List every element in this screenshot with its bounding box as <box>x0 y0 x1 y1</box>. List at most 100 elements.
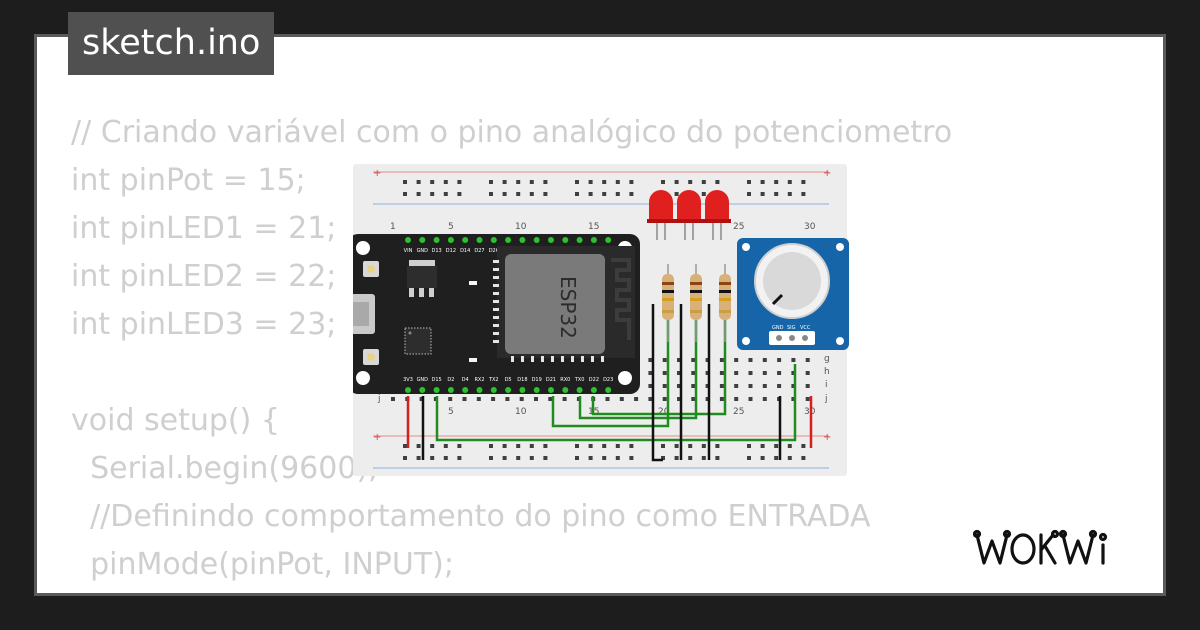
potentiometer-icon: GND SIG VCC <box>737 238 849 350</box>
pin-header <box>462 387 469 393</box>
pin-header <box>505 237 512 243</box>
svg-text:+: + <box>823 432 831 443</box>
esp32-pin-label: D22 <box>589 377 599 383</box>
column-label: 10 <box>515 222 527 232</box>
wires <box>406 304 813 462</box>
row-label: i <box>825 380 828 390</box>
led-icon <box>675 190 703 240</box>
pin-header <box>519 387 526 393</box>
esp32-pin-label: D26 <box>489 248 499 254</box>
column-label: 1 <box>390 222 396 232</box>
pin-header <box>548 237 554 243</box>
column-label: 25 <box>733 222 744 232</box>
pin-header <box>476 387 483 393</box>
esp32-pin-label: D13 <box>431 248 441 254</box>
pin-header <box>590 387 597 393</box>
esp32-board: VINGNDD13D12D14D27D26D25D33D32D35D34VNVP… <box>353 234 640 394</box>
esp32-pin-label: D5 <box>505 377 512 383</box>
esp32-pin-label: D27 <box>474 248 484 254</box>
column-label: 30 <box>804 222 816 232</box>
esp32-pin-label: D15 <box>431 377 441 383</box>
esp32-pin-label: D18 <box>517 377 527 383</box>
esp32-pin-label: D12 <box>446 248 456 254</box>
pin-header <box>490 237 497 243</box>
column-label: 5 <box>448 222 454 232</box>
pin-header <box>433 237 440 243</box>
pin-header <box>462 237 469 243</box>
code-line: pinMode(pinLED1, OUTPUT); <box>71 589 952 593</box>
pin-header <box>519 237 526 243</box>
esp32-pin-label: RX0 <box>560 377 570 383</box>
esp32-pin-label: VIN <box>404 248 413 254</box>
pin-header <box>562 237 569 243</box>
pin-header <box>533 387 540 393</box>
code-line: pinMode(pinPot, INPUT); <box>71 547 454 582</box>
column-label: 10 <box>515 407 527 417</box>
code-line: // Criando variável com o pino analógico… <box>71 115 953 150</box>
code-line: int pinPot = 15; <box>71 163 306 198</box>
pot-pin-label: SIG <box>787 325 796 331</box>
pin-header <box>405 387 411 393</box>
pin-header <box>433 387 440 393</box>
svg-text:+: + <box>373 168 381 179</box>
code-preview: // Criando variável com o pino analógico… <box>71 109 953 593</box>
code-line: int pinLED2 = 22; <box>71 259 337 294</box>
pin-header <box>447 237 454 243</box>
esp32-pin-label: D23 <box>603 377 613 383</box>
preview-card: // Criando variável com o pino analógico… <box>34 34 1166 596</box>
pin-header <box>576 237 583 243</box>
pin-header <box>533 237 540 243</box>
pin-header <box>476 237 483 243</box>
pin-header <box>419 237 426 243</box>
row-label: j <box>824 394 828 404</box>
column-label: 15 <box>588 222 599 232</box>
esp32-pin-label: RX2 <box>474 377 484 383</box>
resistors <box>662 264 731 342</box>
resistor-icon <box>690 264 702 342</box>
circuit-diagram: + + + + 1 5 10 15 25 30 5 10 15 20 25 30… <box>353 164 849 476</box>
esp32-pin-label: D2 <box>447 377 454 383</box>
code-line: int pinLED3 = 23; <box>71 307 337 342</box>
esp32-chip-label: ESP32 <box>556 276 580 339</box>
esp32-pin-label: D4 <box>462 377 469 383</box>
resistor-icon <box>662 264 674 342</box>
svg-text:+: + <box>373 432 381 443</box>
led-icon <box>647 190 675 240</box>
esp32-pin-label: GND <box>417 248 429 254</box>
leds <box>647 190 731 240</box>
esp32-module: ESP32 <box>493 246 635 362</box>
pin-header <box>405 237 411 243</box>
pin-header <box>447 387 454 393</box>
pin-header <box>505 387 512 393</box>
esp32-top-pin-headers <box>405 237 612 243</box>
column-label: 5 <box>448 407 454 417</box>
pin-header <box>605 387 612 393</box>
column-label: 20 <box>658 407 670 417</box>
esp32-pin-label: D14 <box>460 248 470 254</box>
code-line: void setup() { <box>71 403 280 438</box>
esp32-pin-label: D19 <box>532 377 542 383</box>
esp32-pin-label: GND <box>417 377 429 383</box>
esp32-pin-label: TX0 <box>574 377 585 383</box>
code-line: Serial.begin(9600); <box>71 451 379 486</box>
row-label: j <box>377 394 381 404</box>
code-line: //Definindo comportamento do pino como E… <box>71 499 871 534</box>
esp32-pin-label: D21 <box>546 377 556 383</box>
row-label: h <box>824 367 830 377</box>
esp32-pin-label: 3V3 <box>403 377 413 383</box>
svg-text:+: + <box>823 168 831 179</box>
pin-header <box>590 237 597 243</box>
code-line: int pinLED1 = 21; <box>71 211 337 246</box>
rail-holes <box>403 180 806 460</box>
row-label: g <box>824 354 830 364</box>
pot-pin-label: VCC <box>800 325 811 331</box>
esp32-bottom-pin-headers <box>405 387 612 393</box>
filename-badge[interactable]: sketch.ino <box>68 12 275 75</box>
led-icon <box>703 190 731 240</box>
pin-header <box>562 387 569 393</box>
pin-header <box>548 387 554 393</box>
pin-header <box>419 387 426 393</box>
column-label: 25 <box>733 407 744 417</box>
wokwi-logo <box>973 529 1108 565</box>
esp32-pin-label: TX2 <box>488 377 499 383</box>
